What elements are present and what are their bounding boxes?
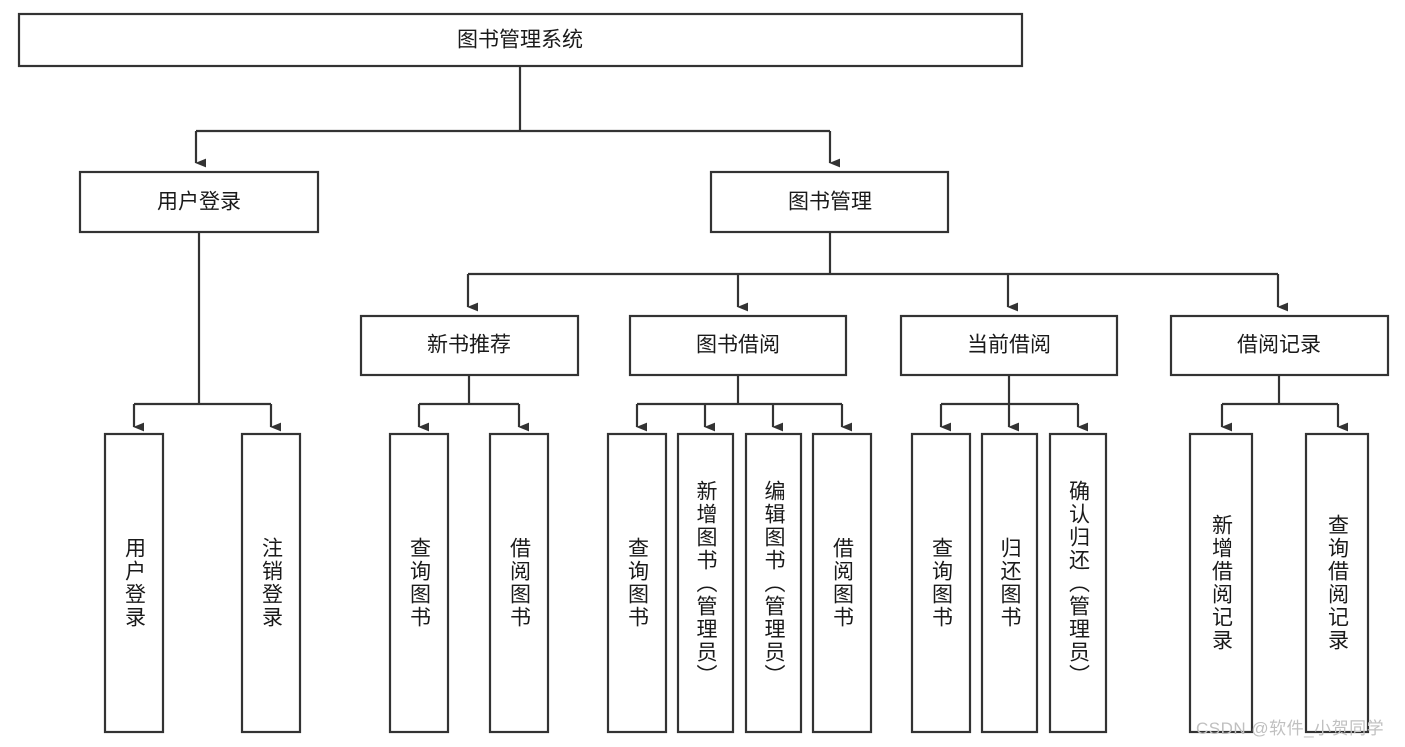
node-user-login[interactable]: 用户登录 <box>78 170 320 234</box>
node-current-borrow-rect[interactable] <box>899 314 1119 377</box>
node-book-borrow[interactable]: 图书借阅 <box>628 314 848 377</box>
node-user-login-label: 用户登录 <box>157 191 241 214</box>
leaf-box-book-borrow-1[interactable] <box>676 432 735 734</box>
node-current-borrow-label: 当前借阅 <box>967 334 1051 357</box>
node-borrow-record-label: 借阅记录 <box>1237 334 1321 357</box>
leaf-box-user-login-1[interactable] <box>240 432 302 734</box>
node-current-borrow[interactable]: 当前借阅 <box>899 314 1119 377</box>
edges-userlogin-to-leaves <box>132 232 282 432</box>
watermark: CSDN @软件_小贺同学 <box>1196 719 1385 738</box>
leaf-box-borrow-record-1[interactable] <box>1304 432 1370 734</box>
leaf-box-new-book-0[interactable] <box>388 432 450 734</box>
node-book-manage-label: 图书管理 <box>788 191 872 214</box>
node-borrow-record[interactable]: 借阅记录 <box>1169 314 1390 377</box>
leaf-box-new-book-1[interactable] <box>488 432 550 734</box>
node-root-rect[interactable] <box>17 12 1024 68</box>
node-root[interactable]: 图书管理系统 <box>17 12 1024 68</box>
edges-bookborrow-to-leaves <box>635 375 853 432</box>
node-borrow-record-rect[interactable] <box>1169 314 1390 377</box>
leaf-box-book-borrow-3[interactable] <box>811 432 873 734</box>
leaf-box-user-login-0[interactable] <box>103 432 165 734</box>
edges-newbook-to-leaves <box>417 375 530 432</box>
node-new-book-recommend-rect[interactable] <box>359 314 580 377</box>
node-user-login-rect[interactable] <box>78 170 320 234</box>
leaf-box-book-borrow-0[interactable] <box>606 432 668 734</box>
node-root-label: 图书管理系统 <box>457 29 583 52</box>
leaf-boxes <box>103 432 1370 734</box>
node-book-manage-rect[interactable] <box>709 170 950 234</box>
edges-root-to-level2 <box>194 66 841 168</box>
node-book-borrow-rect[interactable] <box>628 314 848 377</box>
leaf-box-current-borrow-2[interactable] <box>1048 432 1108 734</box>
node-book-borrow-label: 图书借阅 <box>696 334 780 357</box>
leaf-box-current-borrow-1[interactable] <box>980 432 1039 734</box>
edges-borrowrecord-to-leaves <box>1220 375 1349 432</box>
leaf-box-book-borrow-2[interactable] <box>744 432 803 734</box>
node-new-book-recommend-label: 新书推荐 <box>427 334 511 357</box>
node-book-manage[interactable]: 图书管理 <box>709 170 950 234</box>
edges-currentborrow-to-leaves <box>939 375 1089 432</box>
edges-bookmanage-to-level3 <box>466 232 1289 312</box>
node-new-book-recommend[interactable]: 新书推荐 <box>359 314 580 377</box>
leaf-box-current-borrow-0[interactable] <box>910 432 972 734</box>
leaf-box-borrow-record-0[interactable] <box>1188 432 1254 734</box>
